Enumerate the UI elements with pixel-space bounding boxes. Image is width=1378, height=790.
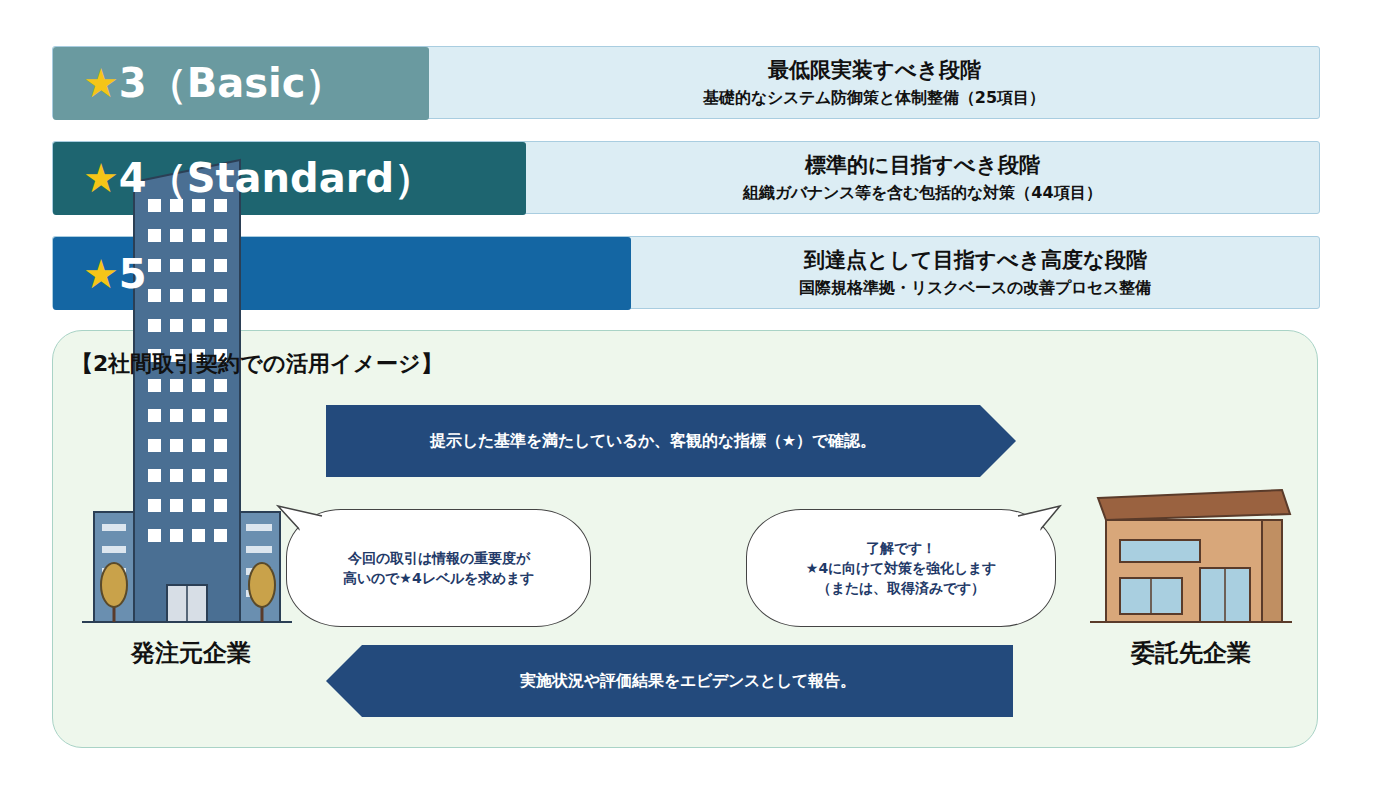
band-heading: 到達点として目指すべき高度な段階: [804, 248, 1147, 273]
block-arrow: [326, 405, 1016, 477]
band-text-area: 標準的に目指すべき段階組織ガバナンス等を含む包括的な対策（44項目）: [526, 142, 1319, 213]
company-name: 発注元企業: [131, 637, 251, 669]
band-body: 基礎的なシステム防御策と体制整備（25項目）: [703, 88, 1045, 107]
block-arrow: [326, 645, 1013, 717]
band-body: 組織ガバナンス等を含む包括的な対策（44項目）: [743, 183, 1101, 202]
level-band: 標準的に目指すべき段階組織ガバナンス等を含む包括的な対策（44項目） ★4（Sta…: [52, 141, 1320, 214]
level-label: ★3（Basic）: [53, 47, 429, 120]
band-text-area: 最低限実装すべき段階基礎的なシステム防御策と体制整備（25項目）: [429, 47, 1319, 118]
panel-title: 【2社間取引契約での活用イメージ】: [71, 349, 443, 379]
bubble-text: 了解です！ ★4に向けて対策を強化します （または、取得済みです）: [796, 538, 1006, 599]
level-band: 最低限実装すべき段階基礎的なシステム防御策と体制整備（25項目） ★3（Basic…: [52, 46, 1320, 119]
band-heading: 最低限実装すべき段階: [768, 58, 981, 83]
arrow-label: 提示した基準を満たしているか、客観的な指標（★）で確認。: [430, 431, 876, 452]
level-band: 到達点として目指すべき高度な段階国際規格準拠・リスクベースの改善プロセス整備 ★5: [52, 236, 1320, 309]
level-name: ★4（Standard）: [83, 151, 434, 206]
level-label: ★4（Standard）: [53, 142, 526, 215]
company-name: 委託先企業: [1131, 637, 1251, 669]
contractor-building: [1090, 490, 1292, 622]
band-text-area: 到達点として目指すべき高度な段階国際規格準拠・リスクベースの改善プロセス整備: [631, 237, 1319, 308]
band-heading: 標準的に目指すべき段階: [805, 153, 1040, 178]
bubble-text: 今回の取引は情報の重要度が 高いので★4レベルを求めます: [334, 548, 544, 589]
speech-bubble: 今回の取引は情報の重要度が 高いので★4レベルを求めます: [286, 509, 591, 627]
level-name: ★3（Basic）: [83, 56, 345, 111]
arrow-label: 実施状況や評価結果をエビデンスとして報告。: [520, 671, 856, 692]
speech-bubble: 了解です！ ★4に向けて対策を強化します （または、取得済みです）: [746, 509, 1056, 627]
level-name: ★5: [83, 251, 147, 297]
band-body: 国際規格準拠・リスクベースの改善プロセス整備: [799, 278, 1151, 297]
